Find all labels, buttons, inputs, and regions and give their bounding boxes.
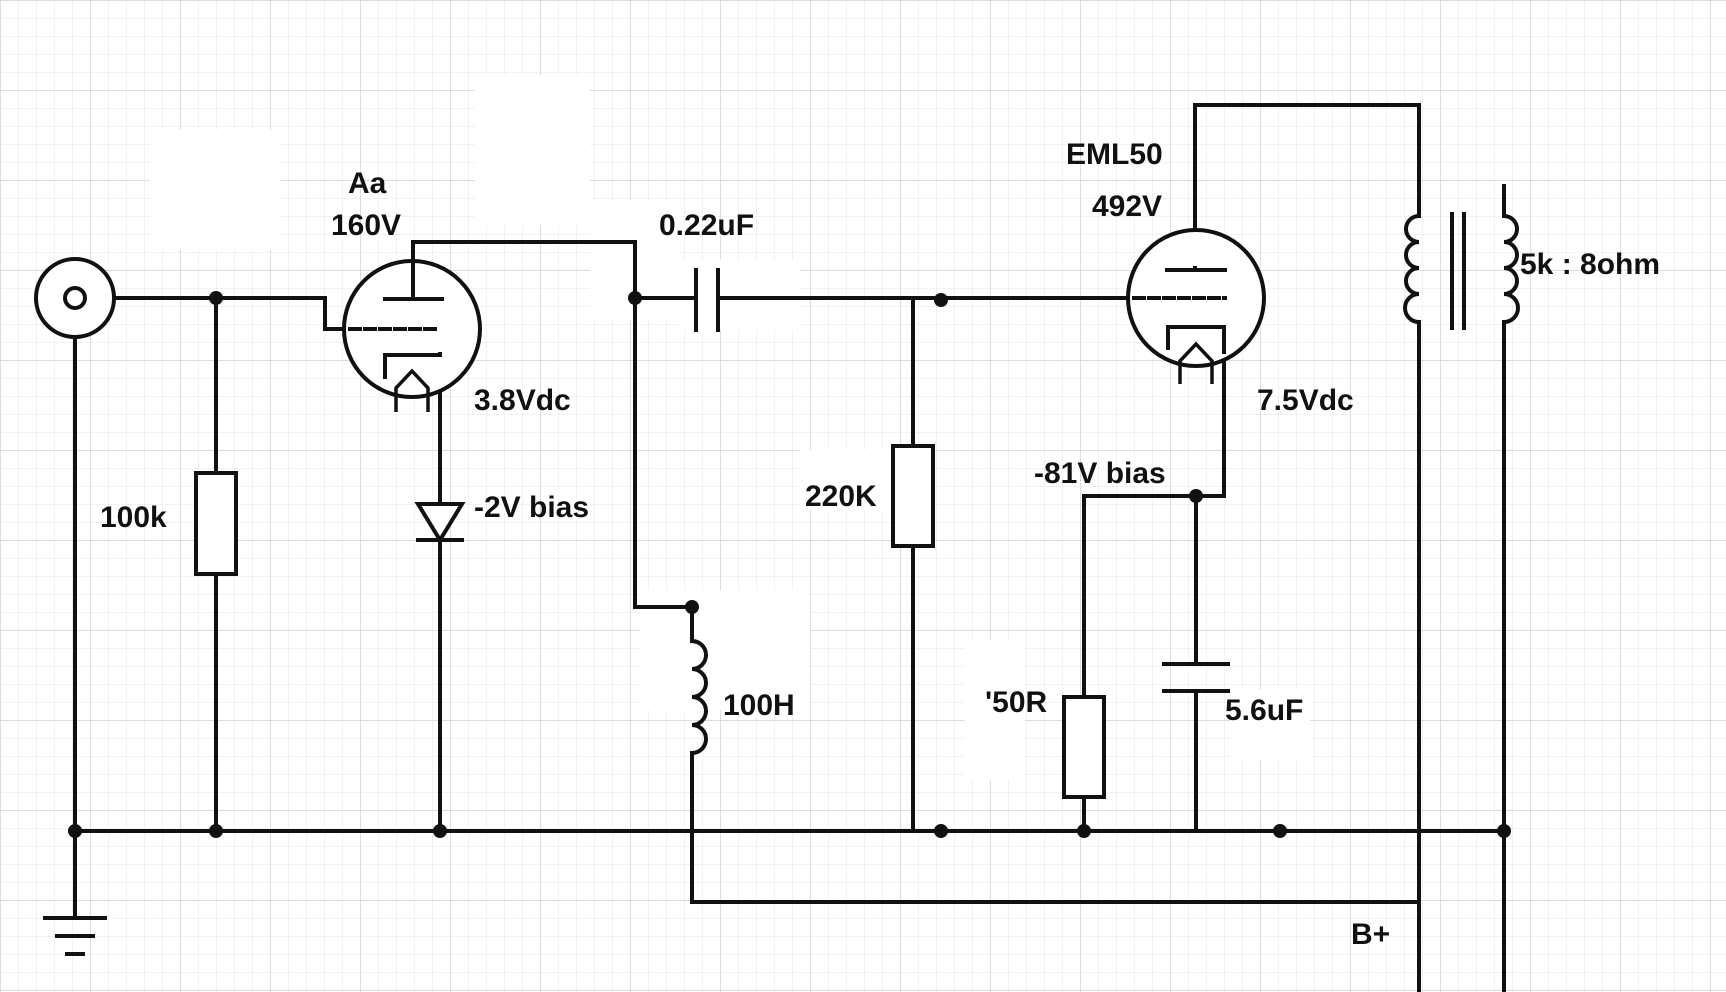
cleared-areas — [150, 75, 1310, 780]
cathode-resistor-label: '50R — [985, 686, 1048, 719]
output-transformer — [1403, 212, 1520, 330]
tube1-cathode-voltage-label: 3.8Vdc — [474, 384, 571, 417]
tube2-plate-voltage-label: 492V — [1092, 190, 1162, 223]
diode-bias-label: -2V bias — [474, 491, 589, 524]
resistor-50r — [1062, 695, 1106, 799]
choke-label: 100H — [723, 689, 795, 722]
resistor-220k — [891, 444, 935, 548]
tube1-plate-voltage-label: 160V — [331, 209, 401, 242]
tube2-plate-wire — [1193, 103, 1421, 270]
choke-to-bplus-wire — [690, 756, 1421, 904]
coupling-cap-label: 0.22uF — [659, 209, 754, 242]
junction-dots — [68, 291, 1511, 838]
tube2-cathode-voltage-label: 7.5Vdc — [1257, 384, 1354, 417]
input-resistor-label: 100k — [100, 501, 167, 534]
input-jack — [34, 257, 116, 339]
cathode-capacitor — [1162, 662, 1230, 693]
tube2-name-label: EML50 — [1066, 138, 1163, 171]
tube1-name-label: Aa — [348, 167, 387, 200]
transformer-ratio-label: 5k : 8ohm — [1520, 248, 1660, 281]
ground-symbol — [43, 916, 107, 956]
cathode-cap-label: 5.6uF — [1225, 694, 1303, 727]
choke-inductor — [689, 638, 708, 760]
tube2-triode — [1126, 228, 1266, 384]
supply-label: B+ — [1351, 918, 1390, 951]
labels: Aa 160V 3.8Vdc 0.22uF 100k -2V bias 100H… — [100, 138, 1660, 951]
diode — [414, 398, 466, 544]
coupling-capacitor — [694, 268, 720, 332]
resistor-100k — [194, 471, 238, 576]
tube2-bias-label: -81V bias — [1034, 457, 1166, 490]
grid-resistor-label: 220K — [805, 480, 877, 513]
tube1-triode — [342, 253, 482, 412]
